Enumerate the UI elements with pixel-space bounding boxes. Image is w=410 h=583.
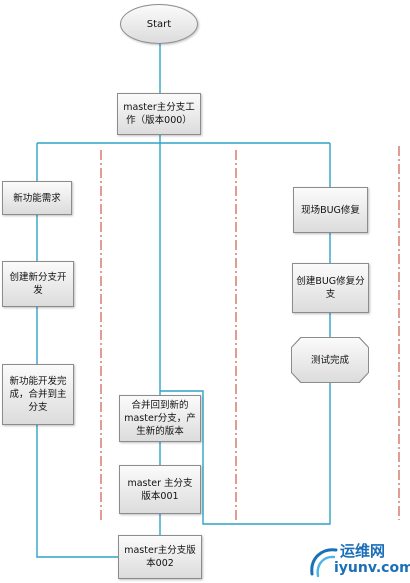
create-branch-label: 创建新分支开发 <box>9 272 67 296</box>
watermark: 运维网 iyunv.com <box>304 540 410 582</box>
create-bug-branch-node: 创建BUG修复分支 <box>292 263 369 313</box>
connector-right-to-merge <box>160 382 331 525</box>
dev-done-label: 新功能开发完成，合并到主分支 <box>9 376 67 413</box>
create-bug-branch-label: 创建BUG修复分支 <box>296 276 365 300</box>
new-feature-request-node: 新功能需求 <box>2 181 72 215</box>
master-002-node: master主分支版本002 <box>118 535 202 579</box>
merge-new-master-label: 合并回到新的master分支，产生新的版本 <box>124 400 196 437</box>
start-label: Start <box>146 18 172 30</box>
watermark-title: 运维网 <box>340 542 386 560</box>
bug-fix-node: 现场BUG修复 <box>293 187 368 233</box>
test-done-node: 测试完成 <box>291 337 369 383</box>
merge-new-master-node: 合并回到新的master分支，产生新的版本 <box>119 395 201 442</box>
start-node: Start <box>120 4 198 44</box>
master-work-node: master主分支工作（版本000） <box>117 93 201 135</box>
test-done-label: 测试完成 <box>310 354 349 366</box>
new-feature-request-label: 新功能需求 <box>13 192 61 204</box>
master-002-label: master主分支版本002 <box>124 545 196 569</box>
bug-fix-label: 现场BUG修复 <box>301 204 360 216</box>
master-001-label: master 主分支版本001 <box>127 477 193 502</box>
master-001-node: master 主分支版本001 <box>119 465 201 514</box>
watermark-url: iyunv.com <box>334 560 410 576</box>
create-branch-node: 创建新分支开发 <box>2 261 74 307</box>
watermark-logo-icon <box>310 548 338 578</box>
connectors <box>36 42 331 558</box>
lane-dividers <box>100 146 400 520</box>
test-done-inner: 测试完成 <box>292 338 368 382</box>
dev-done-node: 新功能开发完成，合并到主分支 <box>2 364 74 425</box>
connector-left-to-master002 <box>36 424 118 558</box>
master-work-label: master主分支工作（版本000） <box>123 102 195 126</box>
